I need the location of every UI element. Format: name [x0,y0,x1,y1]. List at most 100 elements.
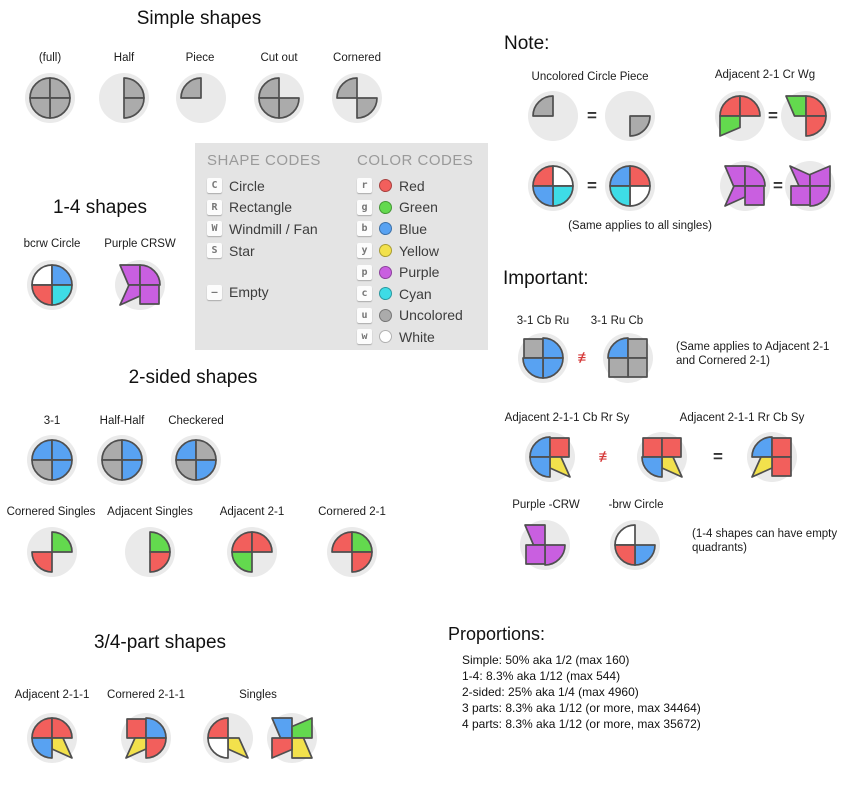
legend-row-white: w White [357,326,476,348]
note-same-singles: (Same applies to all singles) [568,220,712,232]
label-half: Half [113,52,135,64]
simple-half-shape [97,71,151,125]
code-chip: u [357,307,372,323]
adjacent-2-1-1-shape [25,711,79,765]
simple-cutout-shape-svg [254,73,304,123]
note-purple-left-svg [720,161,770,211]
singles-shape-a [201,711,255,765]
heading-2-sided-shapes: 2-sided shapes [128,367,258,388]
simple-cornered-shape-svg [332,73,382,123]
imp-3-1-ru-cb-shape-svg [603,333,653,383]
heading-3-4-part-shapes: 3/4-part shapes [93,632,227,653]
imp-3-1-cb-ru-shape-svg [518,333,568,383]
imp-adj-2-1-1-rr-cb-sy-svg [637,432,687,482]
checkered-shape [169,433,223,487]
equals-symbol: = [768,106,778,125]
code-chip: b [357,221,372,237]
code-label: Empty [229,284,269,301]
color-codes-title: COLOR CODES [357,152,474,169]
cornered-2-1-1-shape-svg [121,713,171,763]
imp-purple-crw-shape [518,518,572,572]
label-cornered-singles: Cornered Singles [6,506,96,518]
adjacent-2-1-shape [225,525,279,579]
label-adjacent-2-1: Adjacent 2-1 [219,506,285,518]
code-label: Red [399,177,425,194]
proportion-line: 2-sided: 25% aka 1/4 (max 4960) [462,685,639,699]
note-adjacent-2-1-left-svg [715,91,765,141]
label-cut-out: Cut out [260,52,298,64]
adjacent-2-1-1-shape-svg [27,713,77,763]
equals-symbol: = [587,176,597,195]
yellow-color-dot [379,244,392,258]
shape-codes-title: SHAPE CODES [207,152,321,169]
code-chip: W [207,221,222,237]
label-singles: Singles [239,689,277,701]
heading-simple-shapes: Simple shapes [136,8,262,29]
heading-1-4-shapes: 1-4 shapes [52,197,148,218]
imp-adj-2-1-1-rr-cb-sy [635,430,689,484]
imp-adj-2-1-1-rr-cb-sy-rot [745,430,799,484]
note-multi-circle-right-svg [605,161,655,211]
bcrw-circle-shape [25,258,79,312]
singles-shape-a-svg [203,713,253,763]
note-purple-right-svg [785,161,835,211]
half-half-shape [95,433,149,487]
label-half-half: Half-Half [99,415,145,427]
code-label: Circle [229,177,265,194]
legend-row-empty: –Empty [207,281,357,303]
singles-shape-b-svg [267,713,317,763]
label-purple-crsw: Purple CRSW [104,238,176,250]
label-adjacent-2-1-cr-wg: Adjacent 2-1 Cr Wg [714,69,816,81]
green-color-dot [379,200,392,214]
equals-symbol: = [587,106,597,125]
code-chip: w [357,329,372,345]
label-3-1-cb-ru: 3-1 Cb Ru [516,315,570,327]
cornered-singles-shape-svg [27,527,77,577]
not-equivalent-symbol: ≢ [598,448,614,466]
imp-brw-circle-shape-svg [610,520,660,570]
adjacent-singles-shape-svg [125,527,175,577]
label-cornered-2-1-1: Cornered 2-1-1 [107,689,185,701]
simple-full-shape [23,71,77,125]
cyan-color-dot [379,287,392,301]
simple-cutout-shape [252,71,306,125]
code-chip: y [357,243,372,259]
imp-brw-circle-shape [608,518,662,572]
uncolored-color-dot [379,308,392,322]
heading-note: Note: [504,33,550,54]
purple-crsw-shape-svg [115,260,165,310]
cornered-2-1-shape-svg [327,527,377,577]
proportion-line: 4 parts: 8.3% aka 1/12 (or more, max 356… [462,717,701,731]
purple-crsw-shape [113,258,167,312]
cornered-2-1-1-shape [119,711,173,765]
heading-proportions: Proportions: [448,624,546,644]
code-label: Windmill / Fan [229,220,318,237]
cornered-2-1-shape [325,525,379,579]
note-same-applies-2-1: (Same applies to Adjacent 2-1 and Corner… [676,341,830,367]
imp-3-1-ru-cb-shape [601,331,655,385]
bcrw-circle-shape-svg [27,260,77,310]
three-one-shape-svg [27,435,77,485]
note-adjacent-2-1-right-svg [781,91,831,141]
imp-adj-2-1-1-cb-rr-sy-svg [525,432,575,482]
code-label: Star [229,242,255,259]
three-one-shape [25,433,79,487]
code-label: Green [399,199,438,216]
code-label: White [399,328,435,345]
legend-row-windmill-fan: W Windmill / Fan [207,218,357,240]
label-3-1-ru-cb: 3-1 Ru Cb [590,315,644,327]
note-uncolored-piece-right [603,89,657,143]
note-uncolored-piece-left-svg [528,91,578,141]
checkered-shape-svg [171,435,221,485]
